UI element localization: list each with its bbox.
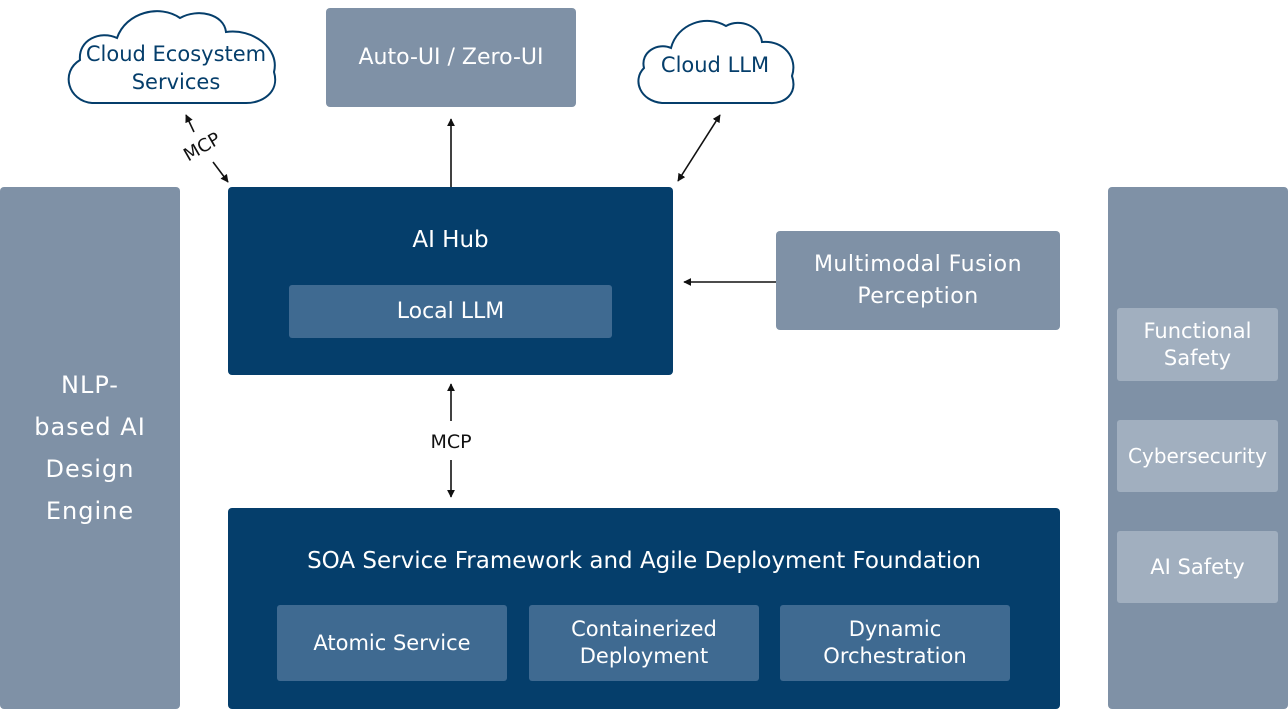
ai-hub-box: AI Hub: [228, 187, 673, 375]
auto-ui-box: Auto-UI / Zero-UI: [326, 8, 576, 107]
arrow-hub-cloud-llm: [677, 114, 721, 182]
nlp-design-engine-label: NLP- based AI Design Engine: [34, 371, 146, 525]
local-llm-box: Local LLM: [289, 285, 612, 338]
auto-ui-label: Auto-UI / Zero-UI: [358, 45, 544, 70]
mcp-label-middle: MCP: [430, 431, 471, 453]
containerized-deployment-label: Containerized Deployment: [571, 617, 717, 668]
mcp-label-top: MCP: [180, 128, 224, 166]
functional-safety-box: Functional Safety: [1117, 308, 1278, 381]
multimodal-fusion-box: Multimodal Fusion Perception: [776, 231, 1060, 330]
cloud-ecosystem-line-2: Services: [132, 70, 221, 94]
cybersecurity-label: Cybersecurity: [1128, 444, 1267, 468]
arrow-mcp-top-upper: [185, 114, 195, 133]
cloud-llm-label: Cloud LLM: [661, 53, 769, 77]
ai-safety-label: AI Safety: [1150, 555, 1245, 579]
arrow-mcp-top-lower: [212, 161, 229, 183]
multimodal-fusion-label: Multimodal Fusion Perception: [813, 251, 1023, 309]
cloud-llm-icon: [637, 20, 795, 105]
local-llm-label: Local LLM: [396, 299, 505, 324]
ai-safety-box: AI Safety: [1117, 531, 1278, 603]
cloud-ecosystem-line-1: Cloud Ecosystem: [86, 42, 266, 66]
containerized-deployment-box: Containerized Deployment: [529, 605, 759, 681]
nlp-design-engine-panel: NLP- based AI Design Engine: [0, 187, 180, 709]
dynamic-orchestration-label: Dynamic Orchestration: [823, 617, 967, 668]
dynamic-orchestration-box: Dynamic Orchestration: [780, 605, 1010, 681]
cloud-ecosystem-icon: [67, 10, 277, 105]
ai-hub-title: AI Hub: [412, 227, 489, 253]
cybersecurity-box: Cybersecurity: [1117, 420, 1278, 492]
atomic-service-label: Atomic Service: [313, 631, 471, 655]
functional-safety-label: Functional Safety: [1143, 318, 1252, 370]
atomic-service-box: Atomic Service: [277, 605, 507, 681]
soa-title: SOA Service Framework and Agile Deployme…: [307, 548, 981, 574]
